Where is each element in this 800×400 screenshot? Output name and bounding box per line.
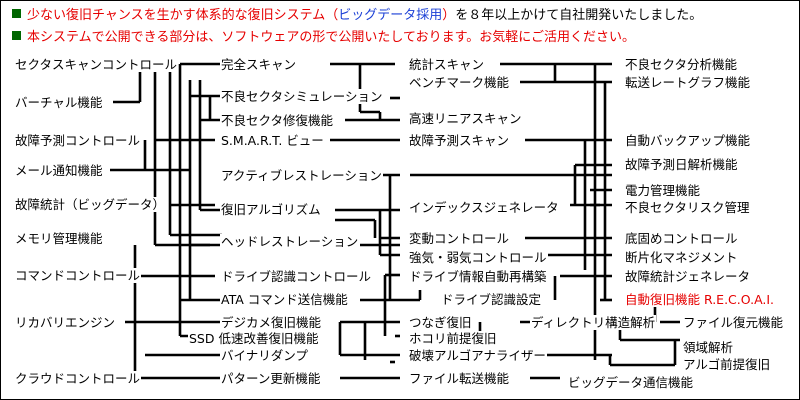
node-index-generator: インデックスジェネレータ bbox=[408, 200, 560, 215]
node-fragmentation-management: 断片化マネジメント bbox=[624, 250, 739, 265]
node-destruction-algo-analyzer: 破壊アルゴアナライザー bbox=[408, 348, 547, 363]
node-bad-sector-simulation: 不良セクタシミュレーション bbox=[220, 89, 384, 104]
node-failure-date-analysis: 故障予測日解析機能 bbox=[624, 157, 739, 172]
intro-line2-text: 本システムで公開できる部分は、ソフトウェアの形で公開いたしております。お気軽にご… bbox=[27, 30, 636, 45]
node-drive-recognition-setting: ドライブ認識設定 bbox=[440, 292, 543, 307]
node-failure-statistics: 故障統計（ビッグデータ） bbox=[14, 197, 167, 212]
node-auto-recovery-recoai: 自動復旧機能 R.E.C.O.A.I. bbox=[624, 292, 776, 307]
node-recovery-engine: リカバリエンジン bbox=[14, 315, 117, 330]
node-recovery-algorithm: 復旧アルゴリズム bbox=[220, 202, 322, 217]
node-ata-command: ATA コマンド送信機能 bbox=[220, 292, 349, 307]
node-digicam-recovery: デジカメ復旧機能 bbox=[220, 315, 323, 330]
node-benchmark: ベンチマーク機能 bbox=[408, 75, 511, 90]
node-cloud-control: クラウドコントロール bbox=[14, 371, 142, 386]
node-active-restoration: アクティブレストレーション bbox=[220, 168, 383, 183]
node-sector-scan-control: セクタスキャンコントロール bbox=[14, 57, 179, 72]
node-smart-view: S.M.A.R.T. ビュー bbox=[220, 133, 325, 148]
node-failure-prediction-control: 故障予測コントロール bbox=[14, 133, 142, 148]
node-failure-stats-generator: 故障統計ジェネレータ bbox=[624, 269, 752, 284]
node-area-analysis: 領域解析 bbox=[682, 340, 735, 355]
node-directory-analysis: ディレクトリ構造解析 bbox=[530, 315, 657, 330]
node-mail-notification: メール通知機能 bbox=[14, 163, 104, 178]
node-binary-dump: バイナリダンプ bbox=[220, 348, 309, 363]
node-failure-prediction-scan: 故障予測スキャン bbox=[408, 133, 511, 148]
node-bigdata-communication: ビッグデータ通信機能 bbox=[567, 375, 695, 390]
node-auto-backup: 自動バックアップ機能 bbox=[624, 133, 752, 148]
node-file-transfer: ファイル転送機能 bbox=[408, 371, 511, 386]
intro-line-1: 少ない復旧チャンスを生かす体系的な復旧システム（ビッグデータ採用）を８年以上かけ… bbox=[12, 8, 702, 24]
node-drive-recognition-control: ドライブ認識コントロール bbox=[220, 269, 373, 284]
node-head-restoration: ヘッドレストレーション bbox=[220, 234, 360, 249]
node-transfer-rate-graph: 転送レートグラフ機能 bbox=[624, 75, 752, 90]
node-statistics-scan: 統計スキャン bbox=[408, 57, 486, 72]
node-memory-management: メモリ管理機能 bbox=[14, 231, 104, 246]
intro-line-2: 本システムで公開できる部分は、ソフトウェアの形で公開いたしております。お気軽にご… bbox=[12, 30, 635, 46]
node-power-management: 電力管理機能 bbox=[624, 183, 702, 198]
node-command-control: コマンドコントロール bbox=[14, 268, 142, 283]
intro-blue-text: ビッグデータ採用 bbox=[338, 8, 443, 23]
node-virtual-function: バーチャル機能 bbox=[14, 95, 104, 110]
intro-red-close: ） bbox=[442, 8, 456, 23]
node-full-scan: 完全スキャン bbox=[220, 57, 298, 72]
node-foundation-control: 底固めコントロール bbox=[624, 231, 739, 246]
node-pattern-update: パターン更新機能 bbox=[220, 371, 322, 386]
bullet-icon bbox=[12, 31, 21, 40]
node-bad-sector-repair: 不良セクタ修復機能 bbox=[220, 113, 335, 128]
node-ssd-recovery: SSD 低速改善復旧機能 bbox=[188, 331, 320, 346]
intro-red-text: 少ない復旧チャンスを生かす体系的な復旧システム（ bbox=[27, 8, 339, 23]
node-dust-recovery: ホコリ前提復旧 bbox=[408, 331, 498, 346]
node-bad-sector-analysis: 不良セクタ分析機能 bbox=[624, 57, 739, 72]
intro-rest-text: を８年以上かけて自社開発いたしました。 bbox=[455, 8, 703, 23]
node-bridge-recovery: つなぎ復旧 bbox=[408, 315, 473, 330]
node-bad-sector-risk: 不良セクタリスク管理 bbox=[624, 200, 751, 215]
bullet-icon bbox=[12, 9, 21, 18]
node-file-restore: ファイル復元機能 bbox=[682, 315, 785, 330]
node-variation-control: 変動コントロール bbox=[408, 231, 511, 246]
node-strong-weak-control: 強気・弱気コントロール bbox=[408, 250, 548, 265]
node-fast-linear-scan: 高速リニアスキャン bbox=[408, 111, 523, 126]
node-algo-premise-recovery: アルゴ前提復旧 bbox=[682, 357, 772, 372]
node-drive-info-rebuild: ドライブ情報自動再構築 bbox=[408, 269, 548, 284]
